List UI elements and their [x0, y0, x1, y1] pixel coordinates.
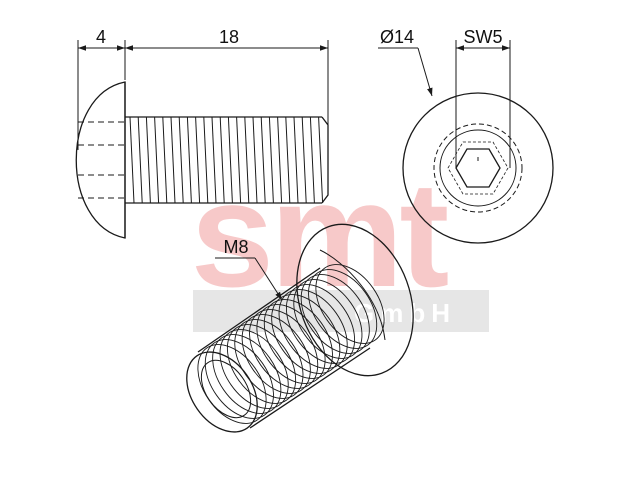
- thread-line: [293, 116, 299, 204]
- thread-line: [162, 116, 168, 204]
- iso-thread-ring: [315, 264, 385, 344]
- thread-line: [129, 116, 135, 204]
- iso-thread-ring: [219, 329, 289, 409]
- thread-line: [145, 116, 151, 204]
- dim-label-shank-length: 18: [219, 27, 239, 47]
- iso-thread-ring: [249, 309, 319, 389]
- iso-thread-ring: [256, 304, 326, 384]
- thread-line: [203, 116, 209, 204]
- thread-line: [260, 116, 266, 204]
- thread-line: [137, 116, 143, 204]
- iso-thread-ring: [226, 324, 297, 404]
- thread-line: [170, 116, 176, 204]
- iso-thread-ring: [234, 319, 304, 399]
- iso-thread-ring: [197, 344, 267, 424]
- iso-thread-ring: [241, 314, 311, 394]
- dim-label-head-diameter: Ø14: [380, 27, 414, 47]
- hex-socket: [455, 148, 501, 188]
- dim-label-thread: M8: [223, 237, 248, 257]
- iso-end-face: [186, 351, 258, 433]
- isometric-view: [186, 223, 414, 433]
- thread-line: [154, 116, 160, 204]
- top-view: [402, 92, 554, 244]
- button-head-outline: [75, 81, 126, 239]
- dimension-hex-socket: [455, 40, 511, 168]
- thread-line: [195, 116, 201, 204]
- dimension-head-diameter: [378, 47, 433, 97]
- iso-thread-ring: [308, 269, 378, 349]
- head-circle: [402, 92, 554, 244]
- thread-line: [178, 116, 184, 204]
- socket-circle-hidden: [433, 123, 523, 213]
- iso-thread-ring: [212, 334, 282, 414]
- iso-thread-ring: [263, 299, 333, 379]
- iso-head: [296, 223, 414, 377]
- thread-line: [236, 116, 242, 204]
- iso-thread-ring: [204, 339, 274, 419]
- thread-line: [309, 116, 315, 204]
- thread-line: [301, 116, 307, 204]
- thread-line: [252, 116, 258, 204]
- thread-line: [211, 116, 217, 204]
- thread-line: [318, 116, 324, 204]
- iso-thread-ring: [293, 279, 363, 359]
- thread-line: [219, 116, 225, 204]
- dimension-thread: [215, 257, 283, 301]
- thread-line: [277, 116, 283, 204]
- dimension-head-height: [77, 40, 126, 150]
- thread-line: [227, 116, 233, 204]
- thread-line: [285, 116, 291, 204]
- dimension-shank-length: [125, 40, 329, 125]
- threaded-shank: [125, 116, 329, 204]
- dim-label-hex-socket: SW5: [463, 27, 502, 47]
- thread-line: [268, 116, 274, 204]
- watermark-sub: GmbH: [354, 298, 456, 328]
- thread-line: [186, 116, 192, 204]
- iso-thread-ring: [285, 284, 356, 364]
- iso-shank-outline: [197, 267, 371, 429]
- iso-thread-ring: [278, 289, 348, 369]
- iso-thread-ring: [300, 274, 370, 354]
- side-view: [75, 81, 329, 239]
- dim-label-head-height: 4: [96, 27, 106, 47]
- thread-line: [244, 116, 250, 204]
